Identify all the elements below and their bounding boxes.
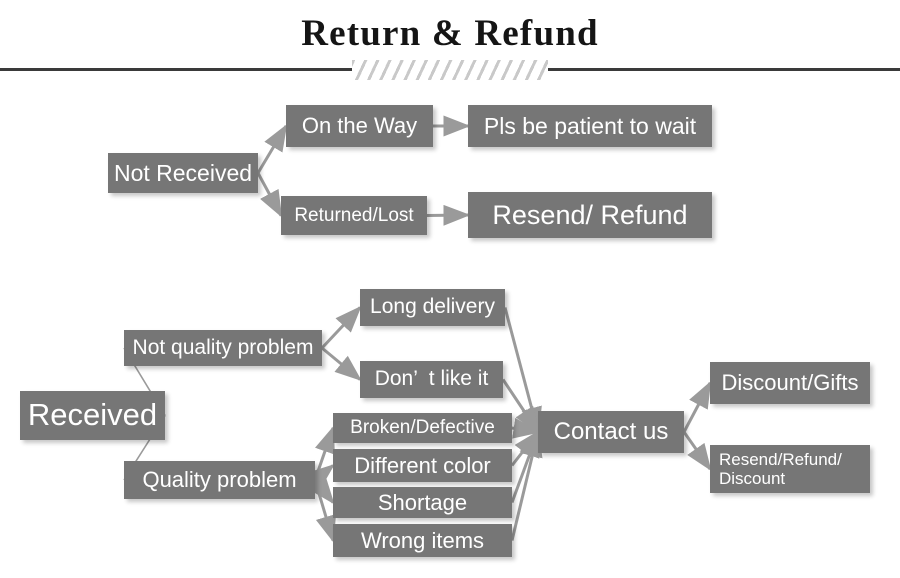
- divider-rule-right: [548, 68, 900, 71]
- divider-rule-left: [0, 68, 352, 71]
- flow-node-label: Resend/Refund/ Discount: [719, 449, 842, 488]
- flow-node-contact-us[interactable]: Contact us: [538, 411, 684, 453]
- page-header: Return & Refund: [0, 0, 900, 88]
- connector-contact-us-to-discount-gifts: [682, 380, 712, 433]
- flow-node-quality-problem[interactable]: Quality problem: [124, 461, 315, 499]
- flow-node-label: Don’ t like it: [374, 367, 489, 391]
- flow-node-label: Shortage: [377, 489, 468, 515]
- flow-node-discount-gifts[interactable]: Discount/Gifts: [710, 362, 870, 404]
- flow-node-long-delivery[interactable]: Long delivery: [360, 289, 505, 326]
- flow-node-label: Pls be patient to wait: [483, 112, 697, 139]
- flow-node-label: Resend/ Refund: [492, 199, 688, 230]
- page-title: Return & Refund: [301, 13, 599, 54]
- flow-node-label: Contact us: [553, 418, 669, 446]
- flow-node-label: On the Way: [301, 113, 418, 139]
- flow-node-resend-refund-discount[interactable]: Resend/Refund/ Discount: [710, 445, 870, 493]
- connector-not-received-to-returned-lost: [256, 172, 283, 218]
- connector-quality-problem-to-shortage: [309, 476, 335, 505]
- flow-node-label: Received: [27, 397, 158, 433]
- connector-quality-problem-to-wrong-items: [313, 479, 337, 543]
- flow-node-label: Broken/Defective: [350, 417, 495, 439]
- flow-node-pls-be-patient[interactable]: Pls be patient to wait: [468, 105, 712, 147]
- flow-node-label: Returned/Lost: [294, 204, 414, 226]
- flow-node-different-color[interactable]: Different color: [333, 449, 512, 482]
- flow-node-wrong-items[interactable]: Wrong items: [333, 524, 512, 557]
- flow-node-received[interactable]: Received: [20, 391, 165, 440]
- flow-node-label: Not quality problem: [132, 335, 314, 359]
- flow-node-label: Discount/Gifts: [721, 370, 859, 396]
- connector-not-quality-problem-to-dont-like-it: [321, 346, 362, 382]
- connector-not-quality-problem-to-long-delivery: [320, 305, 362, 350]
- flow-node-returned-lost[interactable]: Returned/Lost: [281, 196, 427, 235]
- connector-contact-us-to-resend-refund-discount: [682, 431, 712, 471]
- flow-node-dont-like-it[interactable]: Don’ t like it: [360, 361, 503, 398]
- flow-node-label: Wrong items: [360, 527, 485, 553]
- flow-node-shortage[interactable]: Shortage: [333, 487, 512, 518]
- hatched-divider-icon: [352, 60, 548, 80]
- flow-node-not-received[interactable]: Not Received: [108, 153, 258, 193]
- flow-node-not-quality-problem[interactable]: Not quality problem: [124, 330, 322, 366]
- flow-node-resend-refund[interactable]: Resend/ Refund: [468, 192, 712, 238]
- flow-node-on-the-way[interactable]: On the Way: [286, 105, 433, 147]
- flow-node-label: Different color: [354, 452, 491, 478]
- connector-not-received-to-on-the-way: [256, 123, 288, 174]
- flow-node-label: Not Received: [113, 159, 253, 186]
- connector-wrong-items-to-contact-us: [510, 429, 543, 541]
- flow-node-broken-defective[interactable]: Broken/Defective: [333, 413, 512, 443]
- flow-node-label: Long delivery: [370, 295, 495, 319]
- flow-node-label: Quality problem: [142, 467, 297, 493]
- connector-returned-lost-to-resend-refund: [426, 204, 471, 226]
